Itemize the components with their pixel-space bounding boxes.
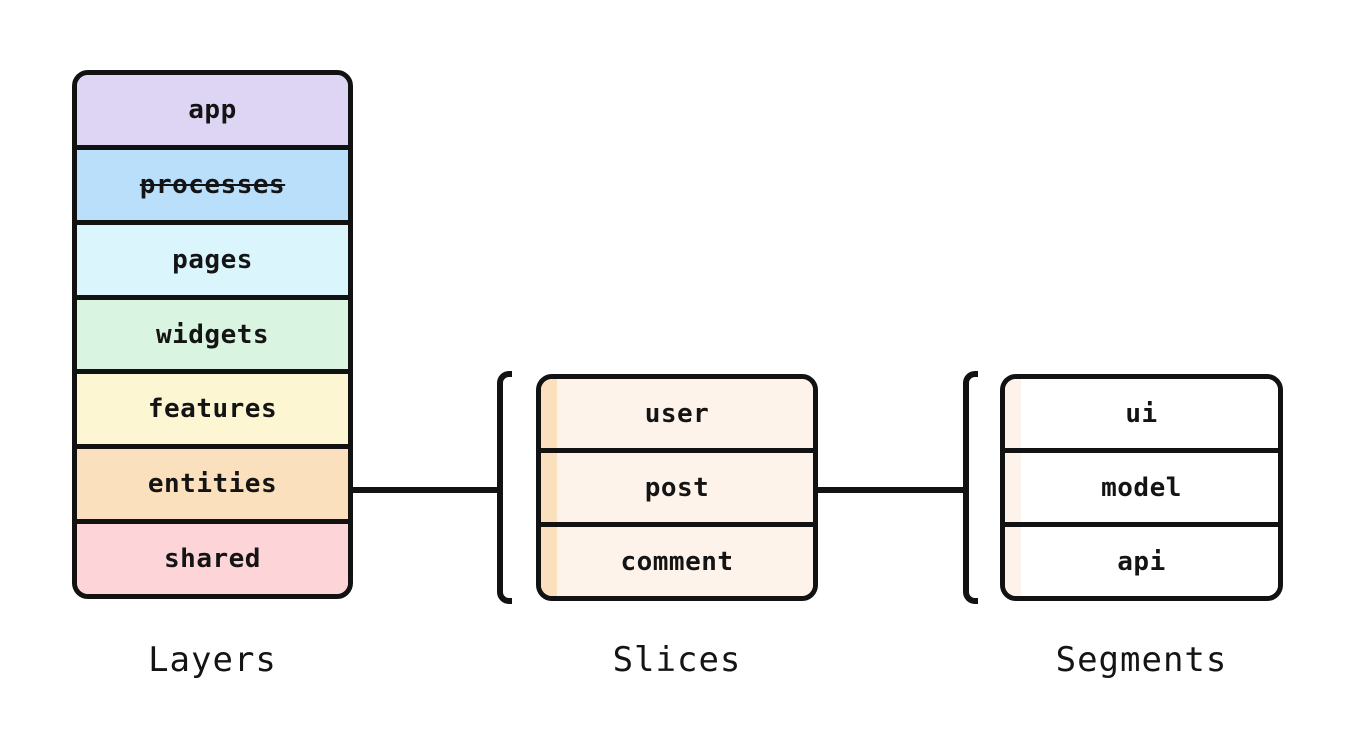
- layer-row-widgets: widgets: [77, 294, 348, 370]
- slice-accent-stripe: [541, 527, 557, 596]
- layers-caption: Layers: [148, 640, 277, 680]
- segment-accent-stripe: [1005, 379, 1021, 448]
- layer-row-features: features: [77, 369, 348, 445]
- layer-row-label: pages: [172, 244, 253, 275]
- segment-accent-stripe: [1005, 453, 1021, 522]
- layers-stack: app processes pages widgets features ent…: [72, 70, 353, 599]
- layer-row-label: shared: [164, 544, 261, 575]
- segment-row-api: api: [1005, 522, 1278, 596]
- segment-accent-stripe: [1005, 527, 1021, 596]
- layer-row-label: entities: [147, 469, 278, 500]
- segments-opening-bracket: [963, 371, 978, 604]
- layer-row-app: app: [77, 75, 348, 145]
- layer-row-label: app: [188, 94, 237, 125]
- segment-row-label: model: [1101, 472, 1182, 503]
- layer-row-shared: shared: [77, 519, 348, 594]
- segment-row-label: api: [1117, 546, 1166, 577]
- layer-row-label: widgets: [155, 319, 270, 350]
- slice-row-user: user: [541, 379, 813, 448]
- slice-row-label: user: [644, 398, 710, 429]
- connector-line-layers-to-slices: [350, 487, 497, 493]
- slice-accent-stripe: [541, 379, 557, 448]
- segment-row-ui: ui: [1005, 379, 1278, 448]
- slices-box: user post comment: [536, 374, 818, 601]
- slice-row-post: post: [541, 448, 813, 522]
- slices-opening-bracket: [497, 371, 512, 604]
- segment-row-model: model: [1005, 448, 1278, 522]
- slice-row-comment: comment: [541, 522, 813, 596]
- layer-row-entities: entities: [77, 444, 348, 520]
- segments-caption: Segments: [1055, 640, 1228, 680]
- segments-box: ui model api: [1000, 374, 1283, 601]
- layer-row-processes: processes: [77, 144, 348, 220]
- layer-row-label: features: [147, 394, 278, 425]
- layer-row-pages: pages: [77, 219, 348, 295]
- connector-line-slices-to-segments: [816, 487, 963, 493]
- slices-caption: Slices: [612, 640, 742, 680]
- layer-row-label: processes: [139, 169, 286, 200]
- slice-row-label: post: [644, 472, 710, 503]
- segment-row-label: ui: [1125, 398, 1158, 429]
- slice-row-label: comment: [620, 546, 734, 577]
- slice-accent-stripe: [541, 453, 557, 522]
